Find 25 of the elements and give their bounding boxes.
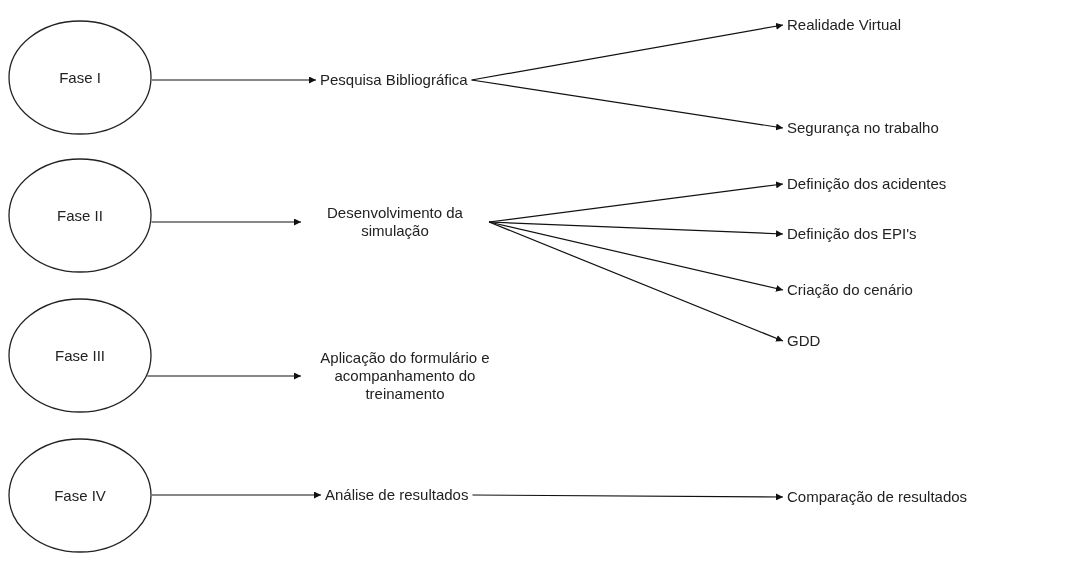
step-label: Comparação de resultados — [787, 488, 968, 506]
step-label: Realidade Virtual — [787, 16, 901, 34]
arrow — [471, 22, 784, 81]
step-label: Definição dos acidentes — [787, 175, 947, 193]
phase-label: Fase IV — [54, 486, 106, 505]
arrow — [146, 372, 302, 380]
arrow — [150, 218, 302, 226]
arrow — [471, 493, 784, 501]
phase-label: Fase II — [57, 206, 103, 225]
arrow — [488, 221, 784, 292]
step-label: Desenvolvimento da simulação — [326, 204, 464, 240]
step-label: Segurança no trabalho — [787, 119, 939, 137]
step-label: Análise de resultados — [325, 486, 469, 504]
phase-label: Fase I — [59, 68, 101, 87]
phase-label: Fase III — [55, 346, 105, 365]
arrow — [488, 221, 784, 342]
step-label: Aplicação do formulário e acompanhamento do treinamento — [319, 349, 491, 403]
arrow — [151, 76, 317, 84]
arrow — [151, 491, 322, 499]
arrow — [471, 79, 784, 131]
step-label: Definição dos EPI's — [787, 225, 917, 243]
arrow — [488, 221, 784, 238]
step-label: Pesquisa Bibliográfica — [320, 71, 468, 89]
step-label: Criação do cenário — [787, 281, 913, 299]
step-label: GDD — [787, 332, 821, 350]
